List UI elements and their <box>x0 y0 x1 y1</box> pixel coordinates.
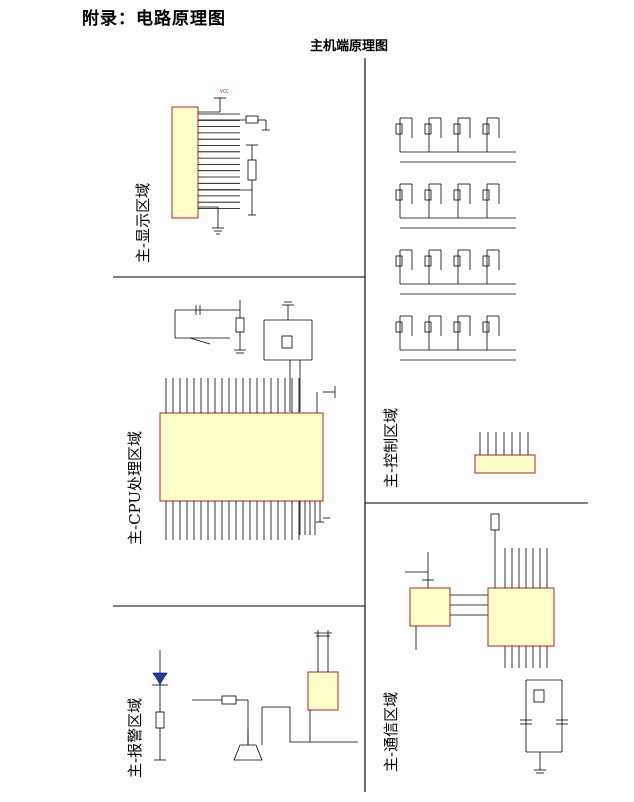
transceiver-chip <box>409 587 451 627</box>
component <box>395 189 403 201</box>
component <box>424 123 432 135</box>
crystal <box>533 689 545 703</box>
cpu-circuit <box>159 300 336 540</box>
driver-chip <box>307 671 339 711</box>
component <box>424 321 432 333</box>
alarm-circuit <box>152 630 358 761</box>
lcd-module <box>171 106 199 219</box>
comm-mcu-chip <box>487 587 555 647</box>
component <box>453 123 461 135</box>
component <box>395 123 403 135</box>
region-label-control: 主-控制区域 <box>382 407 400 488</box>
mcu-chip <box>159 412 324 502</box>
component <box>395 255 403 267</box>
potentiometer <box>247 159 257 181</box>
region-dividers <box>113 58 588 792</box>
component <box>395 321 403 333</box>
keypad-matrix <box>395 117 516 361</box>
component <box>482 123 490 135</box>
comm-circuit <box>405 513 568 774</box>
component <box>482 321 490 333</box>
component <box>453 321 461 333</box>
component <box>424 255 432 267</box>
control-header <box>474 432 536 474</box>
display-circuit: VCC <box>171 89 270 235</box>
resistor <box>155 711 165 729</box>
led-icon <box>152 672 168 685</box>
schematic-title: 主机端原理图 <box>310 39 389 54</box>
svg-text:VCC: VCC <box>220 89 229 95</box>
component <box>482 255 490 267</box>
region-label-display: 主-显示区域 <box>134 182 152 263</box>
region-label-comm: 主-通信区域 <box>382 691 400 772</box>
region-label-cpu: 主-CPU处理区域 <box>126 430 144 545</box>
buzzer-icon <box>233 744 263 761</box>
crystal <box>281 335 293 349</box>
component <box>424 189 432 201</box>
component <box>453 189 461 201</box>
resistor <box>245 115 259 124</box>
appendix-title: 附录：电路原理图 <box>82 9 226 29</box>
region-label-alarm: 主-报警区域 <box>126 697 144 778</box>
component <box>482 189 490 201</box>
component <box>453 255 461 267</box>
